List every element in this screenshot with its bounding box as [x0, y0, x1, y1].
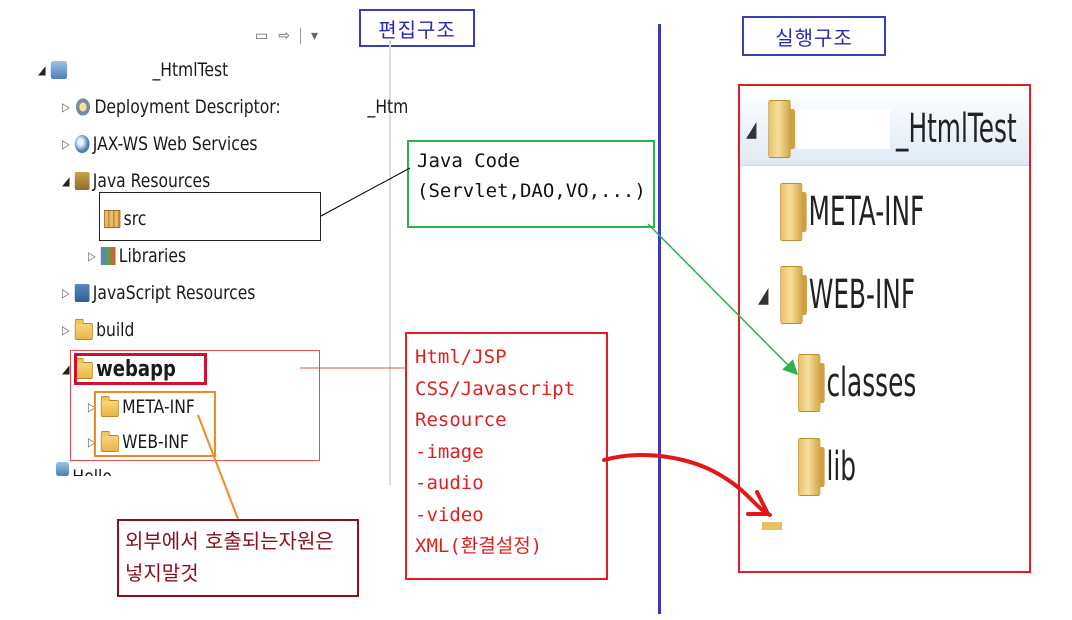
edit-structure-title: 편집구조	[359, 9, 475, 47]
folder-icon	[780, 266, 807, 324]
runtime-item-project[interactable]: ◢ _HtmlTest	[746, 100, 1017, 158]
runtime-item-classes[interactable]: classes	[798, 354, 916, 412]
folder-icon	[780, 183, 807, 241]
src-connector-line	[320, 167, 411, 217]
tree-item-label: WEB-INF	[122, 431, 189, 453]
tree-item-label: _HtmlTest	[152, 59, 229, 81]
run-structure-title: 실행구조	[742, 16, 886, 56]
expand-toggle-icon[interactable]: ◢	[746, 116, 757, 142]
expand-toggle-icon[interactable]: ▷	[61, 286, 70, 300]
link-editor-icon[interactable]: ⇨	[278, 28, 290, 44]
web-services-icon	[74, 135, 90, 153]
tree-item-partial[interactable]: Hello	[56, 462, 112, 476]
expand-toggle-icon[interactable]: ▷	[61, 100, 70, 114]
tree-item-label: Libraries	[118, 245, 187, 267]
webapp-area-box	[70, 350, 320, 461]
tree-item-deployment-descriptor[interactable]: ▷ Deployment Descriptor: _Htm	[60, 92, 408, 122]
explorer-toolbar: ▭ ⇨ ▾	[255, 24, 318, 48]
runtime-item-label: classes	[826, 360, 917, 406]
tree-item-meta-inf[interactable]: ▷ META-INF	[86, 392, 195, 422]
runtime-item-lib[interactable]: lib	[798, 438, 856, 496]
inf-connector-line	[197, 414, 239, 520]
runtime-item-label: lib	[826, 444, 857, 490]
runtime-item-meta-inf[interactable]: META-INF	[780, 183, 924, 241]
redaction-blank	[796, 109, 890, 149]
library-icon	[100, 247, 116, 265]
expand-toggle-icon[interactable]: ◢	[37, 63, 46, 77]
edit-structure-label: 편집구조	[378, 17, 456, 42]
java-code-note: Java Code (Servlet,DAO,VO,...)	[407, 140, 655, 228]
jar-icon	[74, 172, 90, 190]
external-resources-note: 외부에서 호출되는자원은 넣지말것	[117, 519, 359, 597]
runtime-item-label: META-INF	[808, 189, 925, 235]
tree-item-build[interactable]: ▷ build	[60, 315, 134, 345]
tree-item-jax-ws[interactable]: ▷ JAX-WS Web Services	[60, 129, 258, 159]
java-to-classes-arrow	[647, 223, 799, 376]
expand-toggle-icon[interactable]: ▷	[87, 400, 96, 414]
folder-icon	[74, 319, 93, 340]
folder-icon	[798, 438, 825, 496]
tree-item-web-inf[interactable]: ▷ WEB-INF	[86, 427, 189, 457]
tree-item-label: Java Resources	[92, 170, 211, 192]
expand-toggle-icon[interactable]: ▷	[87, 249, 96, 263]
collapse-all-icon[interactable]: ▭	[255, 28, 269, 44]
toolbar-separator	[299, 28, 301, 44]
tree-item-webapp[interactable]: ◢ webapp	[60, 354, 176, 384]
tree-item-label: JAX-WS Web Services	[92, 133, 258, 155]
folder-icon	[768, 100, 795, 158]
tree-item-label: src	[123, 208, 147, 230]
tree-item-java-resources[interactable]: ◢ Java Resources	[60, 166, 210, 196]
tree-item-src[interactable]: src	[104, 204, 146, 234]
runtime-item-label: WEB-INF	[808, 272, 916, 318]
tree-item-label: Hello	[72, 466, 112, 476]
explorer-scroll-edge	[389, 40, 391, 485]
tree-item-label: META-INF	[122, 396, 195, 418]
webapp-highlight-box	[74, 353, 207, 385]
package-icon	[104, 210, 121, 228]
tree-item-label: build	[96, 319, 135, 341]
inf-folders-highlight-box	[94, 391, 216, 457]
web-resources-note: Html/JSP CSS/Javascript Resource -image …	[405, 332, 608, 580]
tree-item-project[interactable]: ◢ _HtmlTest	[36, 55, 228, 85]
folder-icon	[798, 354, 825, 412]
tree-item-label: webapp	[96, 356, 176, 382]
runtime-item-web-inf[interactable]: ◢ WEB-INF	[758, 266, 915, 324]
resources-arrowhead	[746, 490, 770, 516]
folder-tab-fragment	[762, 522, 782, 530]
gear-icon	[74, 97, 92, 117]
runtime-item-label: _HtmlTest	[896, 106, 1017, 152]
resources-to-runtime-arrow	[602, 453, 772, 517]
tree-item-javascript-resources[interactable]: ▷ JavaScript Resources	[60, 278, 255, 308]
run-structure-label: 실행구조	[775, 25, 853, 50]
center-divider	[658, 24, 661, 614]
expand-toggle-icon[interactable]: ◢	[61, 362, 70, 376]
expand-toggle-icon[interactable]: ▷	[61, 323, 70, 337]
folder-icon	[100, 431, 119, 452]
src-highlight-box	[99, 192, 321, 241]
runtime-structure-panel: ◢ _HtmlTest META-INF ◢ WEB-INF classes l…	[738, 84, 1031, 573]
tree-item-label: JavaScript Resources	[92, 282, 256, 304]
view-menu-icon[interactable]: ▾	[310, 28, 318, 44]
js-resources-icon	[74, 284, 90, 302]
tree-item-label: Deployment Descriptor:	[94, 96, 281, 118]
web-project-icon	[56, 462, 70, 476]
tree-item-libraries[interactable]: ▷ Libraries	[86, 241, 186, 271]
expand-toggle-icon[interactable]: ◢	[758, 282, 769, 308]
expand-toggle-icon[interactable]: ▷	[87, 435, 96, 449]
expand-toggle-icon[interactable]: ◢	[61, 174, 70, 188]
web-project-icon	[50, 61, 68, 79]
tree-item-suffix: _Htm	[367, 96, 409, 118]
expand-toggle-icon[interactable]: ▷	[61, 137, 70, 151]
folder-icon	[100, 396, 119, 417]
